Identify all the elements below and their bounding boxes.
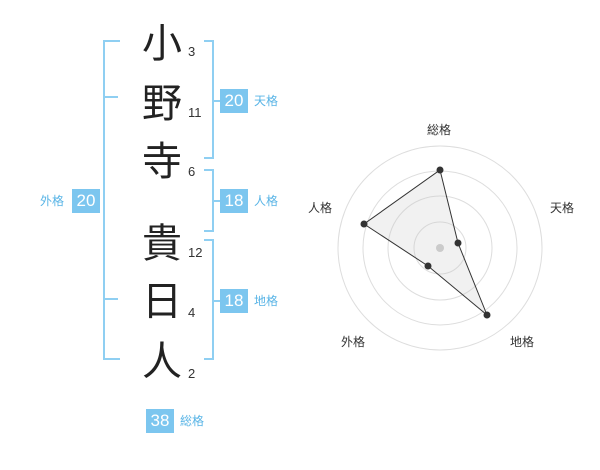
radar-point-jinkaku [360, 220, 368, 228]
name-char-1: 小 [142, 21, 182, 67]
chikaku-bracket [204, 239, 214, 360]
radar-point-chikaku [483, 311, 491, 319]
radar-point-soukaku [436, 166, 444, 174]
radar-label-bottom-left: 外格 [341, 335, 366, 349]
tenkaku-bracket [204, 40, 214, 159]
tenkaku-label: 天格 [254, 94, 279, 108]
radar-ring-2 [387, 195, 493, 301]
radar-point-gaikaku [424, 262, 432, 270]
radar-label-left: 人格 [308, 201, 333, 215]
stroke-count-1: 3 [188, 44, 196, 59]
stroke-count-6: 2 [188, 366, 196, 381]
radar-shape [363, 169, 488, 316]
soukaku-label: 総格 [180, 414, 205, 428]
chikaku-label: 地格 [254, 294, 279, 308]
fortune-radar-chart [337, 145, 543, 351]
jinkaku-badge: 18 [220, 189, 248, 213]
chikaku-badge: 18 [220, 289, 248, 313]
gaikaku-badge: 20 [72, 189, 100, 213]
radar-label-bottom-right: 地格 [510, 335, 535, 349]
stroke-count-4: 12 [188, 245, 203, 260]
name-char-2: 野 [142, 81, 182, 127]
soukaku-badge: 38 [146, 409, 174, 433]
radar-point-tenkaku [454, 239, 462, 247]
name-char-4: 貴 [142, 221, 182, 267]
name-char-6: 人 [142, 339, 182, 385]
radar-ring-1 [413, 221, 467, 275]
stroke-count-2: 11 [188, 105, 202, 120]
gaikaku-label: 外格 [40, 194, 65, 208]
radar-label-top: 総格 [427, 123, 452, 137]
radar-label-right: 天格 [550, 201, 575, 215]
jinkaku-label: 人格 [254, 194, 279, 208]
radar-center-dot [436, 244, 444, 252]
stroke-count-3: 6 [188, 164, 196, 179]
name-char-5: 日 [142, 279, 182, 325]
gaikaku-bracket [103, 40, 120, 360]
radar-ring-4 [337, 145, 543, 351]
tenkaku-badge: 20 [220, 89, 248, 113]
stroke-count-5: 4 [188, 305, 196, 320]
name-char-3: 寺 [142, 139, 182, 185]
